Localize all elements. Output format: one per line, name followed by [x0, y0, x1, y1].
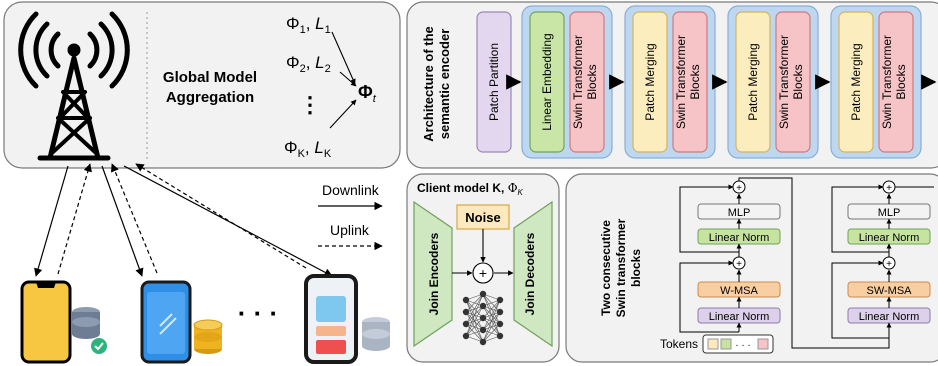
- join-decoders-block: Join Decoders: [513, 200, 553, 348]
- svg-text:Linear Norm: Linear Norm: [709, 232, 770, 244]
- svg-text:Tokens: Tokens: [660, 337, 698, 351]
- aggregated-model: Φt: [358, 82, 377, 105]
- downlink-label: Downlink: [322, 182, 380, 198]
- database-icon: [362, 317, 390, 351]
- uplink-arrow-1: [57, 163, 92, 275]
- aggregation-title-line1: Global Model: [163, 69, 257, 86]
- svg-text:Patch Merging: Patch Merging: [643, 43, 657, 120]
- swin-title-line1: Two consecutive: [599, 220, 613, 316]
- svg-text:ΦK, LK: ΦK, LK: [284, 138, 332, 160]
- linear-norm-bottom-1: Linear Norm: [697, 307, 781, 324]
- phone-blue-icon: [140, 280, 192, 364]
- svg-text:Patch Merging: Patch Merging: [849, 43, 863, 120]
- mlp-box-2: MLP: [847, 203, 931, 220]
- link-arrows: [34, 163, 333, 277]
- svg-text:Linear Norm: Linear Norm: [709, 311, 770, 323]
- swin-panel: [565, 173, 938, 363]
- svg-text:Swin Transformer: Swin Transformer: [674, 35, 688, 129]
- encoder-title-line1: Architecture of the: [421, 26, 436, 142]
- encoder-blocks: Patch Partition Linear Embedding Swin Tran…: [476, 5, 937, 159]
- svg-text:Linear Embedding: Linear Embedding: [540, 33, 554, 130]
- svg-text:SW-MSA: SW-MSA: [866, 285, 912, 297]
- uplink-arrow-2: [111, 163, 158, 274]
- svg-text:Swin Transformer: Swin Transformer: [880, 35, 894, 129]
- w-msa-box: W-MSA: [697, 281, 781, 298]
- linear-norm-top-1: Linear Norm: [697, 228, 781, 245]
- svg-text:Blocks: Blocks: [585, 64, 599, 99]
- server-panel: [3, 1, 401, 169]
- svg-text:+: +: [736, 259, 742, 270]
- svg-text:Patch Merging: Patch Merging: [746, 43, 760, 120]
- uplink-arrow-3: [135, 163, 307, 269]
- svg-text:Join Decoders: Join Decoders: [523, 232, 537, 315]
- encoder-block-4: Patch Merging: [632, 11, 668, 153]
- swin-block-2: MLP Linear Norm SW-MSA Linear Norm + +: [831, 180, 934, 349]
- encoder-block-8: Patch Merging: [838, 11, 874, 153]
- neural-network-icon: [462, 290, 504, 346]
- svg-text:+: +: [886, 183, 892, 194]
- uplink-label: Uplink: [330, 222, 370, 238]
- svg-text:Swin Transformer: Swin Transformer: [777, 35, 791, 129]
- linear-norm-top-2: Linear Norm: [847, 228, 931, 245]
- encoder-block-6: Patch Merging: [735, 11, 771, 153]
- linear-norm-bottom-2: Linear Norm: [847, 307, 931, 324]
- noise-box: Noise: [456, 204, 510, 230]
- svg-text:MLP: MLP: [728, 207, 751, 219]
- svg-text:MLP: MLP: [878, 207, 901, 219]
- svg-text:Noise: Noise: [465, 210, 500, 225]
- svg-text:+: +: [479, 265, 487, 281]
- svg-text:Blocks: Blocks: [894, 64, 908, 99]
- mlp-box-1: MLP: [697, 203, 781, 220]
- downlink-arrow-3: [123, 165, 333, 277]
- svg-text:Φ1, L1: Φ1, L1: [286, 14, 331, 36]
- device-ellipsis: · · ·: [238, 298, 278, 328]
- downlink-arrow-2: [101, 165, 144, 277]
- svg-text:Φ2, L2: Φ2, L2: [286, 53, 331, 75]
- encoder-title-line2: semantic encoder: [437, 29, 452, 140]
- cell-tower-icon: [18, 11, 130, 161]
- svg-text:Join Encoders: Join Encoders: [427, 232, 441, 315]
- join-encoders-block: Join Encoders: [413, 200, 453, 348]
- client-adder: +: [452, 229, 514, 284]
- svg-text:Blocks: Blocks: [688, 64, 702, 99]
- sw-msa-box: SW-MSA: [847, 281, 931, 298]
- encoder-block-1: Patch Partition: [476, 11, 512, 153]
- svg-text:Blocks: Blocks: [791, 64, 805, 99]
- phone-yellow-icon: [20, 280, 72, 364]
- svg-text:Linear Norm: Linear Norm: [859, 232, 920, 244]
- svg-text:Swin Transformer: Swin Transformer: [571, 35, 585, 129]
- client-param-k: ΦK, LK: [284, 138, 332, 160]
- swin-title-line2: Swin transformer: [614, 218, 628, 317]
- aggregation-title-line2: Aggregation: [166, 89, 254, 106]
- vertical-dots: ⋮: [299, 92, 321, 117]
- phone-app-icon: [304, 274, 358, 364]
- swin-title-line3: blocks: [629, 249, 643, 287]
- svg-text:+: +: [886, 259, 892, 270]
- link-legend: Downlink Uplink: [318, 182, 383, 251]
- svg-text:Patch Partition: Patch Partition: [487, 43, 501, 121]
- aggregation-arrows: [329, 31, 357, 129]
- database-check-icon: [72, 307, 107, 354]
- client-param-2: Φ2, L2: [286, 53, 331, 75]
- client-title: Client model K, ΦK: [417, 181, 524, 197]
- svg-text:· · ·: · · ·: [735, 340, 751, 351]
- coins-icon: [193, 319, 223, 354]
- client-param-1: Φ1, L1: [286, 14, 331, 36]
- svg-text:Linear Norm: Linear Norm: [859, 311, 920, 323]
- svg-text:+: +: [736, 183, 742, 194]
- swin-block-1: MLP Linear Norm W-MSA Linear Norm + +: [679, 177, 840, 349]
- encoder-block-2: Linear Embedding: [529, 11, 565, 153]
- svg-text:W-MSA: W-MSA: [720, 285, 758, 297]
- downlink-arrow-1: [34, 165, 69, 277]
- tokens-row: Tokens · · ·: [660, 334, 774, 354]
